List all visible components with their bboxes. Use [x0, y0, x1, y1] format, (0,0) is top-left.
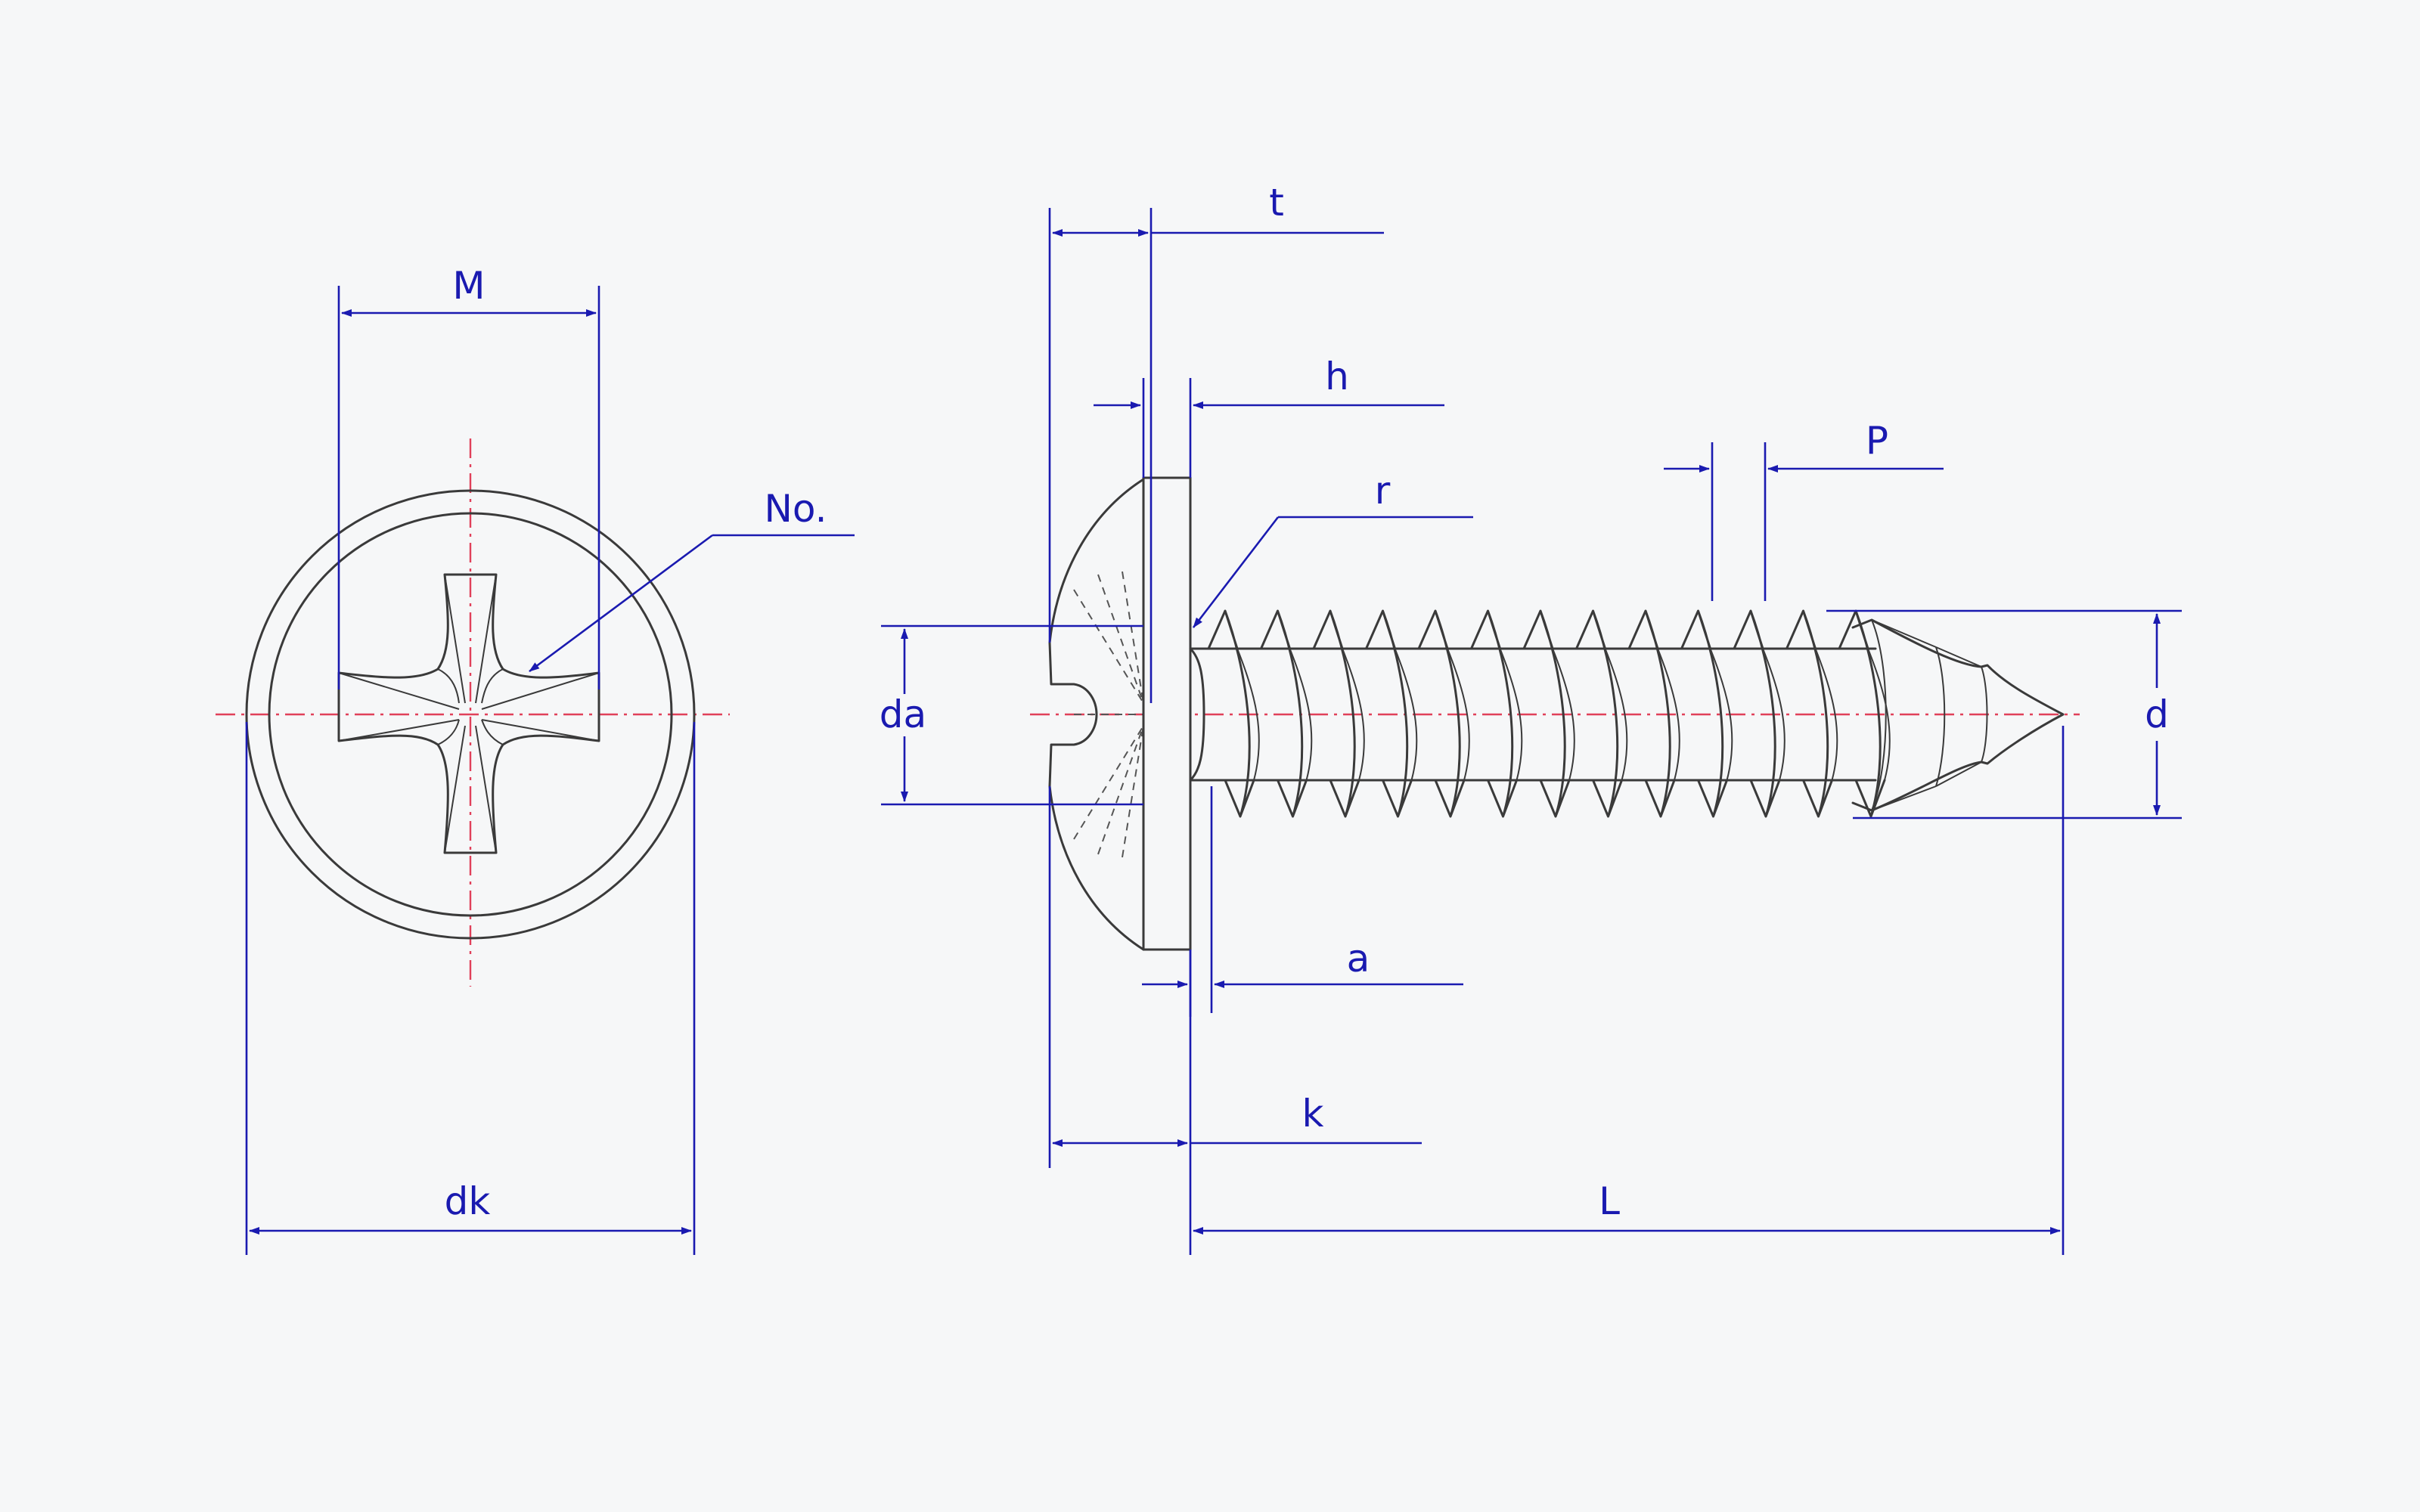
label-t: t: [1269, 181, 1284, 225]
dimension-h: h: [1094, 355, 1444, 478]
screw-tip: [1851, 618, 2065, 812]
thread-root-line: [1867, 648, 1891, 781]
thread-root-line: [1657, 648, 1680, 781]
thread-root-line: [1394, 648, 1418, 781]
dimension-p: P: [1664, 419, 1944, 601]
label-p: P: [1866, 419, 1888, 463]
label-k: k: [1302, 1092, 1324, 1136]
thread-root-line: [1552, 648, 1575, 781]
label-r: r: [1375, 469, 1391, 513]
thread-crest: [1575, 609, 1623, 818]
thread-crest: [1522, 609, 1571, 818]
thread-flanks: [1207, 609, 1891, 818]
thread-crest: [1627, 609, 1676, 818]
label-m: M: [452, 264, 485, 308]
label-h: h: [1325, 355, 1349, 398]
dimension-da: da: [880, 624, 1143, 806]
phillips-recess-facets: [338, 574, 600, 854]
thread-crest: [1680, 609, 1728, 818]
thread-crest: [1365, 609, 1413, 818]
thread-root-line: [1814, 648, 1838, 781]
dome-head: [1048, 478, 1145, 951]
head-inner-circle: [268, 512, 673, 917]
thread-root-line: [1447, 648, 1470, 781]
dimension-dk: dk: [245, 722, 696, 1255]
thread-crest: [1786, 609, 1833, 818]
thread-body: [1189, 647, 1877, 782]
thread-root-line: [1342, 648, 1365, 781]
front-view: M No. dk: [216, 264, 855, 1255]
thread-root-line: [1762, 648, 1786, 781]
label-dk: dk: [445, 1179, 491, 1223]
thread-root-line: [1499, 648, 1523, 781]
dimension-k: k: [1048, 786, 1422, 1255]
leader-r: r: [1192, 469, 1473, 628]
thread-crest: [1733, 609, 1781, 818]
dimension-d: d: [1826, 609, 2182, 820]
thread-crest: [1470, 609, 1518, 818]
washer-outer-circle: [245, 489, 696, 940]
thread-crest: [1260, 609, 1308, 818]
thread-root-line: [1604, 648, 1628, 781]
label-no: No.: [764, 487, 827, 531]
side-view: t h r P da: [880, 181, 2182, 1255]
label-d: d: [2145, 692, 2169, 736]
recess-hidden-lines: [1073, 571, 1150, 858]
thread-crest: [1417, 609, 1466, 818]
thread-crest: [1312, 609, 1360, 818]
thread-root-line: [1289, 648, 1313, 781]
tip-thread-lines: [1871, 619, 1988, 811]
thread-root-line: [1709, 648, 1733, 781]
dimension-m: M: [337, 264, 600, 689]
dimension-t: t: [1048, 181, 1384, 703]
thread-crest: [1207, 609, 1255, 818]
label-a: a: [1347, 937, 1370, 981]
thread-root-line: [1236, 648, 1260, 781]
label-da: da: [880, 692, 926, 736]
label-l: L: [1599, 1179, 1620, 1223]
leader-no: No.: [529, 487, 855, 673]
dimension-l: L: [1193, 726, 2065, 1255]
